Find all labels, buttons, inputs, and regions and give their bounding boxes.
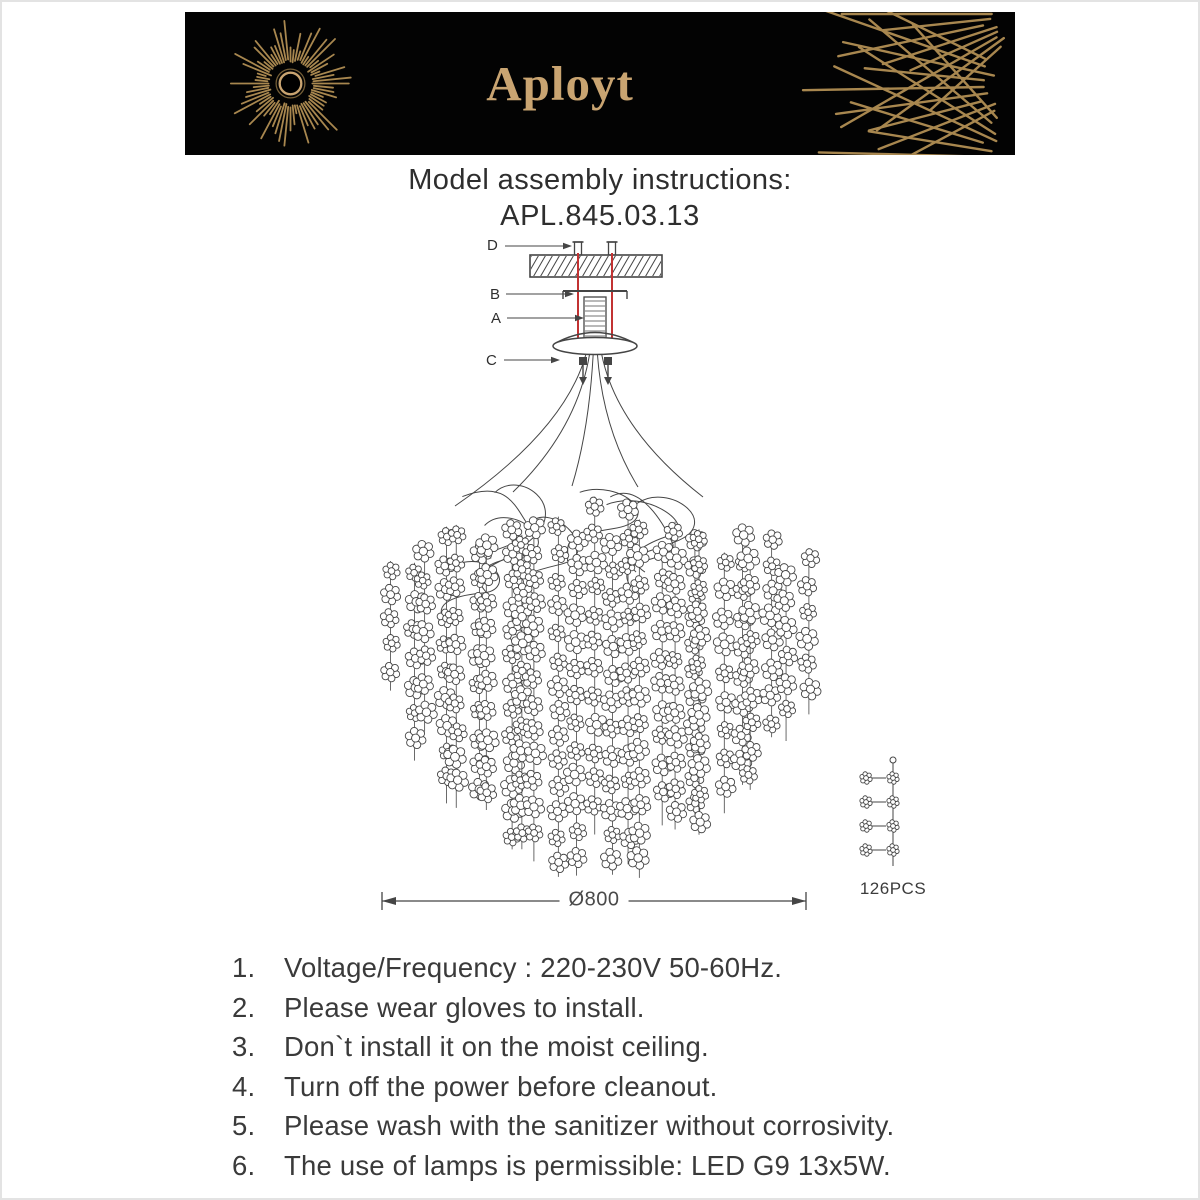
instruction-number: 6. (232, 1149, 256, 1181)
instruction-number: 1. (232, 952, 256, 983)
sunburst-logo-icon (229, 20, 352, 147)
instruction-text: Turn off the power before cleanout. (284, 1070, 718, 1102)
instruction-item: 2. Please wear gloves to install. (232, 992, 1112, 1024)
instructions-list: 1. Voltage/Frequency : 220-230V 50-60Hz.… (232, 952, 1112, 1189)
brand-banner: Aployt (185, 12, 1015, 155)
instruction-text: Please wash with the sanitizer without c… (284, 1110, 895, 1141)
parts-count-label: 126PCS (859, 879, 927, 898)
part-label-d: D (487, 237, 498, 254)
instruction-text: Please wear gloves to install. (284, 991, 645, 1023)
decorative-rays-icon (801, 12, 1005, 155)
diameter-dimension-label: Ø800 (559, 888, 629, 912)
instruction-text: The use of lamps is permissible: LED G9 … (284, 1149, 891, 1181)
page-title: Model assembly instructions: (408, 164, 792, 196)
instruction-number: 2. (232, 991, 256, 1023)
instruction-text: Don`t install it on the moist ceiling. (284, 1031, 709, 1062)
instruction-number: 4. (232, 1070, 256, 1102)
instruction-number: 3. (232, 1031, 256, 1062)
part-label-b: B (490, 286, 501, 303)
instruction-text: Voltage/Frequency : 220-230V 50-60Hz. (284, 952, 783, 983)
instruction-item: 6. The use of lamps is permissible: LED … (232, 1150, 1112, 1182)
instruction-item: 1. Voltage/Frequency : 220-230V 50-60Hz. (232, 952, 1112, 984)
part-label-c: C (486, 352, 497, 369)
title-block: Model assembly instructions: APL.845.03.… (0, 164, 1200, 233)
instruction-item: 3. Don`t install it on the moist ceiling… (232, 1031, 1112, 1063)
instruction-item: 4. Turn off the power before cleanout. (232, 1071, 1112, 1103)
instruction-item: 5. Please wash with the sanitizer withou… (232, 1110, 1112, 1142)
brand-logo-text: Aployt (486, 56, 634, 111)
instruction-number: 5. (232, 1110, 256, 1141)
model-number: APL.845.03.13 (500, 200, 700, 232)
part-label-a: A (491, 310, 502, 327)
